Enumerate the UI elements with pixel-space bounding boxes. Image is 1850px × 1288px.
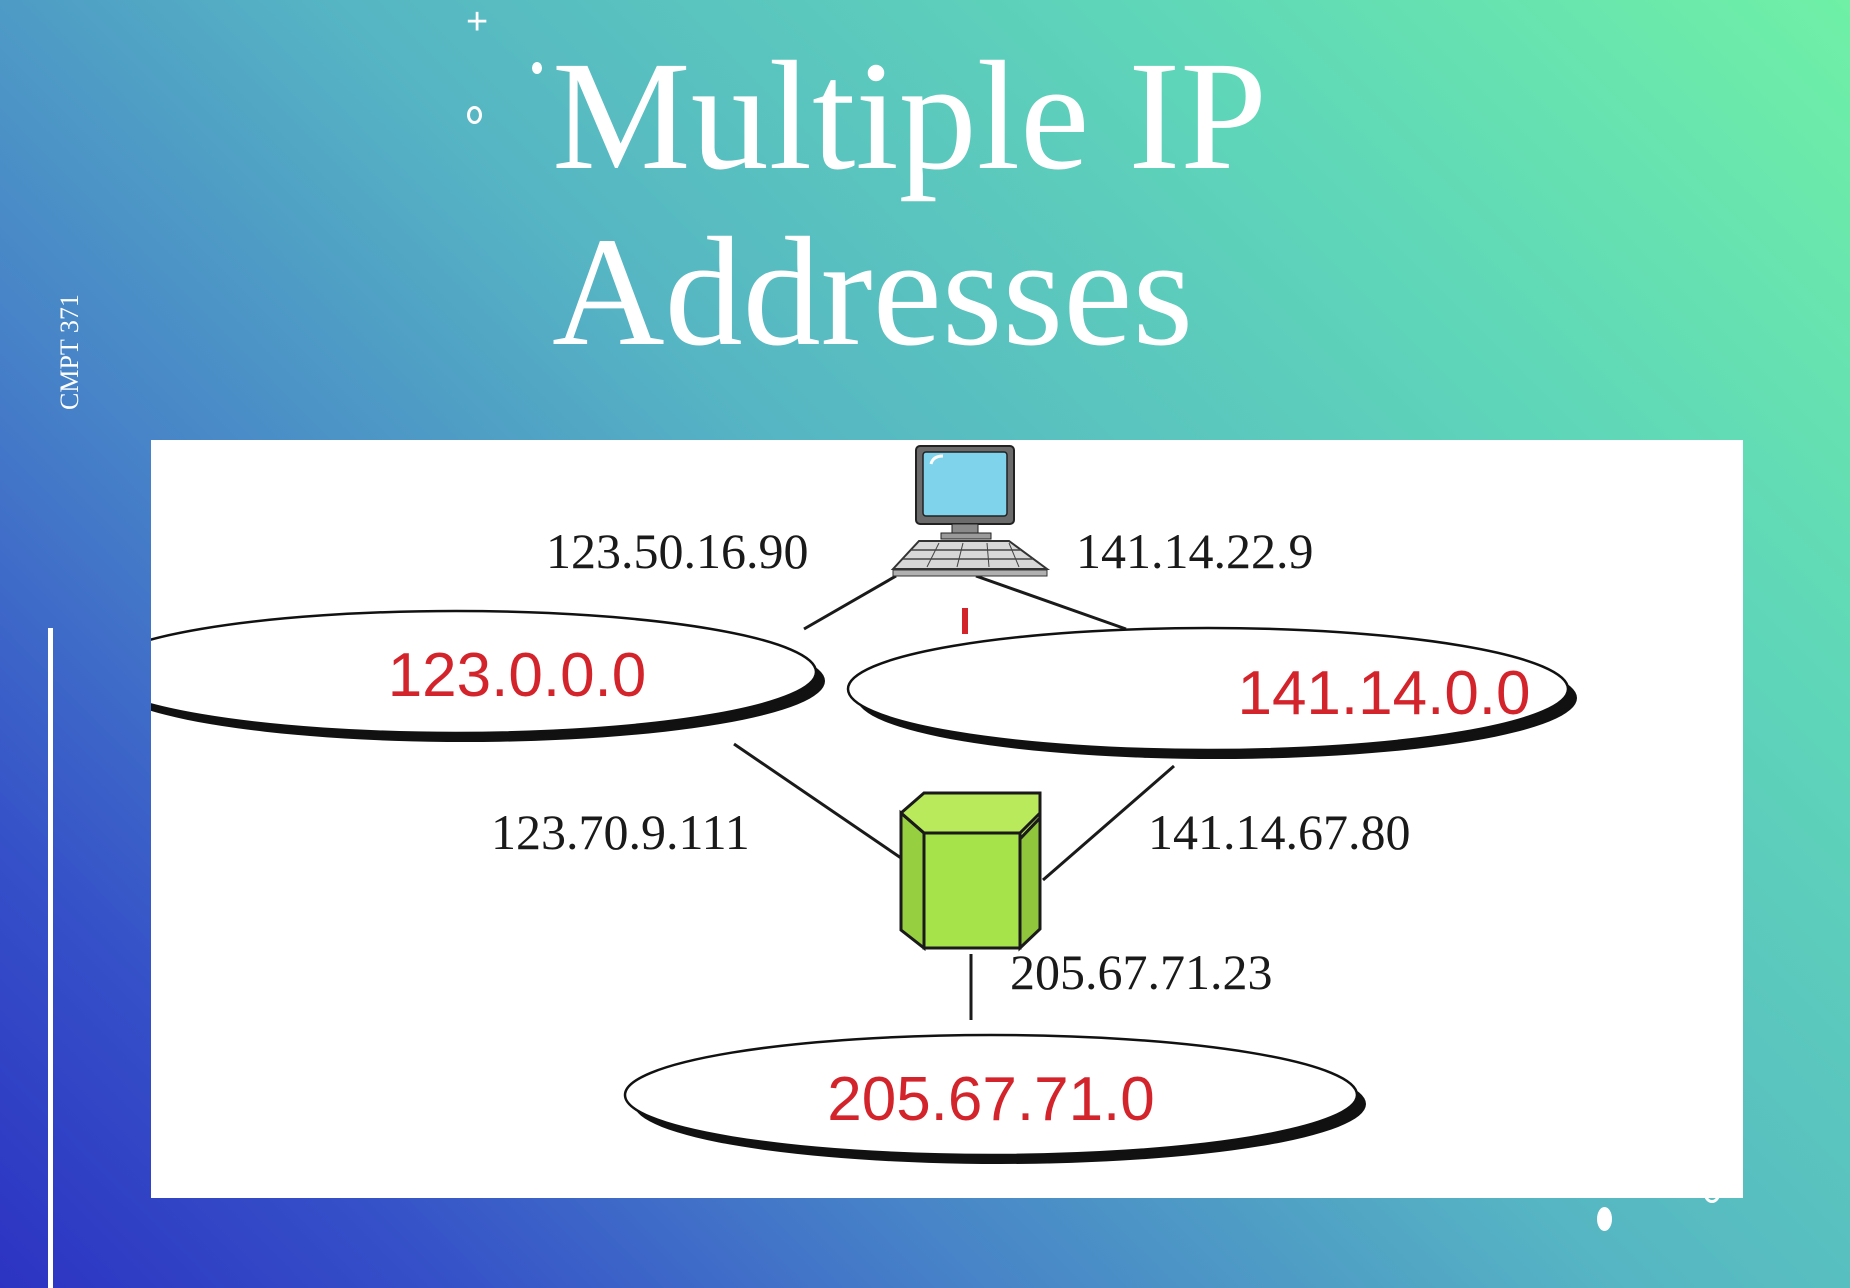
network-right-label: 141.14.0.0 bbox=[1237, 659, 1530, 728]
network-left-label: 123.0.0.0 bbox=[388, 641, 647, 710]
link-right-network-router bbox=[1042, 764, 1175, 882]
router-left-address: 123.70.9.111 bbox=[491, 804, 750, 860]
network-right: 141.14.0.0 bbox=[846, 626, 1577, 759]
ring-decoration-bottom-icon bbox=[1704, 1185, 1720, 1203]
title-line-1: Multiple IP bbox=[552, 29, 1268, 202]
title-line-2: Addresses bbox=[552, 205, 1194, 378]
network-bottom-label: 205.67.71.0 bbox=[827, 1065, 1155, 1134]
network-diagram: 123.0.0.0 141.14.0.0 205.67.71.0 bbox=[151, 440, 1743, 1198]
host-left-address: 123.50.16.90 bbox=[546, 523, 809, 579]
host-right-address: 141.14.22.9 bbox=[1076, 523, 1314, 579]
red-marker bbox=[962, 608, 968, 634]
link-host-left-network bbox=[803, 574, 897, 631]
plus-decoration-icon: + bbox=[466, 1, 489, 43]
link-host-right-network bbox=[975, 574, 1127, 631]
ring-decoration-icon bbox=[467, 106, 482, 124]
network-left: 123.0.0.0 bbox=[151, 609, 825, 742]
course-label: CMPT 371 bbox=[55, 294, 84, 410]
vertical-divider bbox=[48, 628, 53, 1288]
router-right-address: 141.14.67.80 bbox=[1148, 804, 1411, 860]
slide-title: Multiple IP Addresses bbox=[552, 28, 1452, 380]
router-cube-icon bbox=[899, 791, 1042, 952]
dot-decoration-icon bbox=[532, 62, 542, 74]
network-bottom: 205.67.71.0 bbox=[623, 1033, 1366, 1164]
computer-icon bbox=[890, 445, 1051, 577]
network-diagram-svg: 123.0.0.0 141.14.0.0 205.67.71.0 bbox=[151, 445, 1577, 1164]
dot-decoration-bottom-icon bbox=[1597, 1207, 1612, 1231]
link-left-network-router bbox=[733, 742, 905, 862]
router-bottom-address: 205.67.71.23 bbox=[1010, 944, 1273, 1000]
